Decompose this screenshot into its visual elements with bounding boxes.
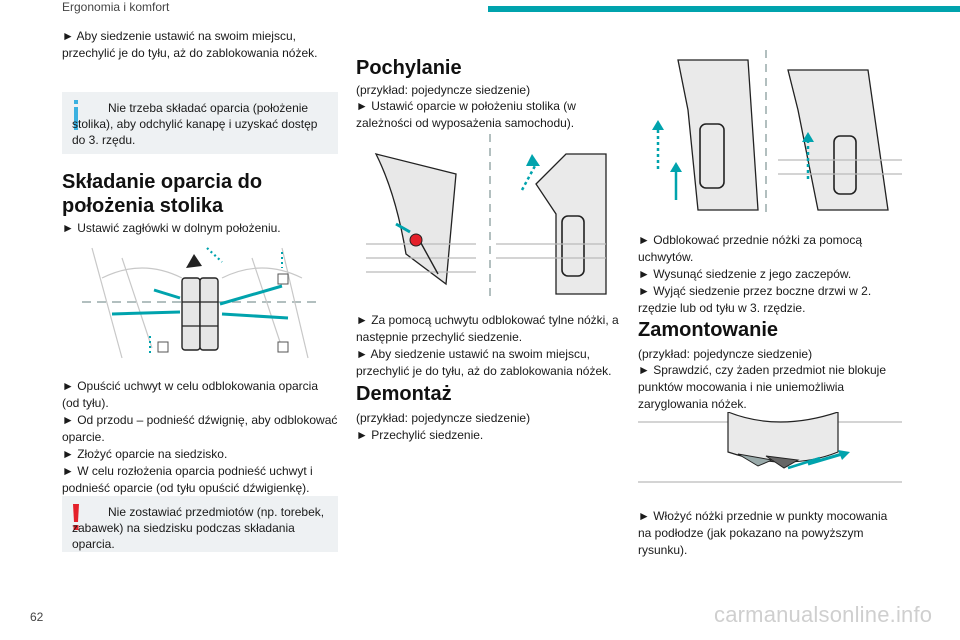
- warning-note-text: Nie zostawiać przedmiotów (np. torebek, …: [72, 505, 325, 551]
- steps-folding: ► Opuścić uchwyt w celu odblokowania opa…: [62, 379, 338, 495]
- section-heading-mounting: Zamontowanie: [638, 319, 779, 341]
- page-number: 62: [30, 610, 44, 624]
- info-icon: [74, 100, 78, 130]
- illustration-seat-tilting: [366, 134, 618, 302]
- subtitle-example-tilting: (przykład: pojedyncze siedzenie): [356, 83, 531, 97]
- header-title: Ergonomia i komfort: [62, 0, 170, 14]
- illustration-seat-removal: [638, 50, 902, 218]
- section-heading-folding: Składanie oparcia do położenia stolika: [62, 171, 263, 217]
- section-heading-tilting: Pochylanie: [356, 57, 462, 79]
- warning-note: Nie zostawiać przedmiotów (np. torebek, …: [62, 496, 338, 552]
- warning-icon: [73, 504, 79, 530]
- header-accent-bar: [488, 6, 960, 12]
- info-note-text: Nie trzeba składać oparcia (położenie st…: [72, 101, 318, 147]
- subtitle-example-mounting: (przykład: pojedyncze siedzenie): [638, 347, 813, 361]
- watermark: carmanualsonline.info: [714, 602, 933, 627]
- intro-paragraph: ► Aby siedzenie ustawić na swoim miejscu…: [62, 29, 318, 60]
- step-table-position: ► Ustawić oparcie w położeniu stolika (w…: [356, 99, 576, 130]
- step-headrests: ► Ustawić zagłówki w dolnym położeniu.: [62, 221, 281, 235]
- illustration-seat-folding: [82, 238, 318, 370]
- illustration-floor-anchors: [638, 412, 902, 496]
- section-heading-removal: Demontaż: [356, 383, 452, 405]
- step-tilt-seat: ► Przechylić siedzenie.: [356, 428, 484, 442]
- info-note: Nie trzeba składać oparcia (położenie st…: [62, 92, 338, 154]
- subtitle-example-removal: (przykład: pojedyncze siedzenie): [356, 411, 531, 425]
- step-insert-feet: ► Włożyć nóżki przednie w punkty mocowan…: [638, 509, 888, 557]
- steps-removal: ► Odblokować przednie nóżki za pomocą uc…: [638, 233, 872, 315]
- step-check-anchors: ► Sprawdzić, czy żaden przedmiot nie blo…: [638, 363, 886, 411]
- steps-tilting: ► Za pomocą uchwytu odblokować tylne nóż…: [356, 313, 619, 378]
